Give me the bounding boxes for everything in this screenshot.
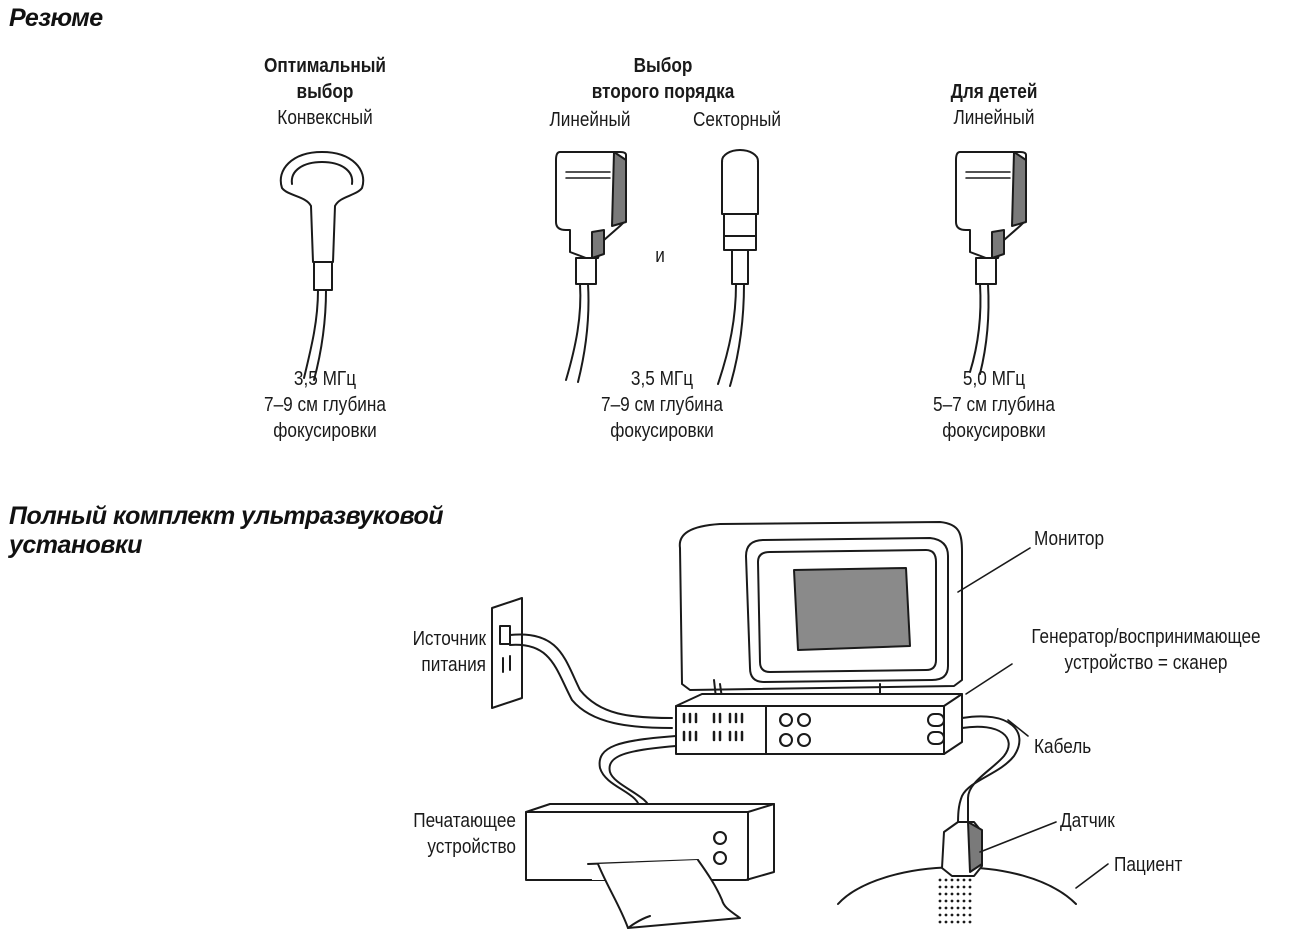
label-generator-line2: устройство = сканер: [1064, 652, 1228, 674]
label-printer-line2: устройство: [427, 836, 516, 858]
label-printer: Печатающее устройство: [387, 808, 516, 860]
label-printer-line1: Печатающее: [413, 810, 516, 832]
probe-on-patient-icon: [941, 821, 983, 877]
children-freq: 5,0 МГц: [962, 368, 1026, 390]
label-power-line2: питания: [421, 654, 486, 676]
second-title-line1: Выбор: [633, 55, 693, 77]
children-depth: 5–7 см глубина: [933, 394, 1055, 416]
leader-lines: [957, 547, 1109, 889]
optimal-focus: фокусировки: [273, 420, 377, 442]
summary-heading: Резюме: [9, 4, 103, 32]
sector-probe-icon: [717, 149, 759, 387]
printer-icon: [525, 803, 775, 929]
label-power-line1: Источник: [412, 628, 486, 650]
scanner-icon: [675, 693, 963, 755]
probe-cable: [957, 715, 1021, 827]
second-type-linear: Линейный: [549, 109, 631, 131]
second-focus: фокусировки: [610, 420, 714, 442]
label-generator: Генератор/воспринимающее устройство = ск…: [1017, 624, 1275, 676]
children-caption: Для детей Линейный: [908, 79, 1080, 131]
children-probe-type: Линейный: [953, 107, 1035, 129]
ultrasound-beam: [938, 878, 972, 924]
printer-cable: [598, 735, 677, 811]
power-cord: [509, 633, 673, 719]
monitor-icon: [678, 521, 963, 699]
optimal-caption: Оптимальный выбор Конвексный: [239, 53, 411, 131]
optimal-depth: 7–9 см глубина: [264, 394, 386, 416]
optimal-title-line1: Оптимальный: [264, 55, 386, 77]
label-generator-line1: Генератор/воспринимающее: [1031, 626, 1261, 648]
setup-heading-line2: установки: [9, 531, 142, 559]
label-power-source: Источник питания: [357, 626, 486, 678]
optimal-freq: 3,5 МГц: [293, 368, 357, 390]
children-title: Для детей: [950, 81, 1038, 103]
label-monitor: Монитор: [1034, 528, 1105, 550]
second-title-line2: второго порядка: [591, 81, 735, 103]
second-conjunction: и: [655, 245, 665, 267]
optimal-specs: 3,5 МГц 7–9 см глубина фокусировки: [239, 366, 411, 444]
convex-probe-icon: [279, 151, 365, 381]
label-probe: Датчик: [1060, 810, 1115, 832]
setup-heading: Полный комплект ультразвуковой установки: [9, 502, 569, 560]
second-type-sector: Секторный: [692, 109, 781, 131]
wall-outlet-icon: [491, 597, 523, 709]
children-focus: фокусировки: [942, 420, 1046, 442]
optimal-title-line2: выбор: [296, 81, 354, 103]
label-cable: Кабель: [1034, 736, 1092, 758]
second-freq: 3,5 МГц: [630, 368, 694, 390]
second-depth: 7–9 см глубина: [601, 394, 723, 416]
optimal-probe-type: Конвексный: [277, 107, 373, 129]
second-caption: Выбор второго порядка: [560, 53, 766, 105]
children-specs: 5,0 МГц 5–7 см глубина фокусировки: [908, 366, 1080, 444]
children-linear-probe-icon: [955, 151, 1027, 375]
linear-probe-icon: [555, 151, 627, 383]
setup-heading-line1: Полный комплект ультразвуковой: [9, 502, 444, 530]
second-specs: 3,5 МГц 7–9 см глубина фокусировки: [576, 366, 748, 444]
label-patient: Пациент: [1114, 854, 1183, 876]
